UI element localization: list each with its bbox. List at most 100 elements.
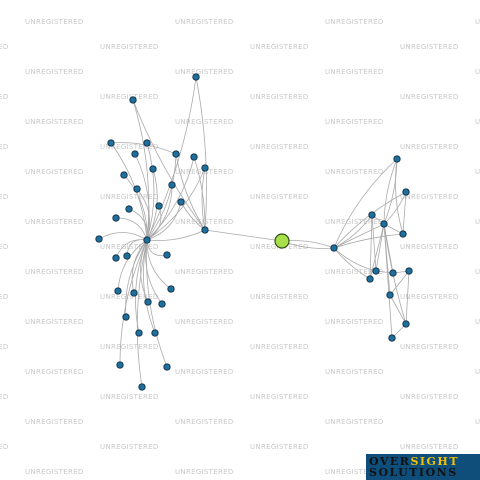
watermark-text: UNREGISTERED bbox=[250, 43, 309, 51]
watermark-text: UNREGISTERED bbox=[475, 418, 480, 426]
graph-node[interactable] bbox=[143, 139, 151, 147]
watermark-text: UNREGISTERED bbox=[325, 18, 384, 26]
watermark-text: UNREGISTERED bbox=[250, 293, 309, 301]
edge-layer bbox=[98, 76, 410, 388]
graph-node[interactable] bbox=[155, 202, 163, 210]
graph-edge bbox=[136, 239, 148, 388]
graph-node[interactable] bbox=[402, 188, 410, 196]
graph-edge bbox=[132, 99, 150, 241]
graph-edge bbox=[146, 184, 173, 241]
graph-node[interactable] bbox=[386, 291, 394, 299]
graph-node[interactable] bbox=[138, 383, 146, 391]
graph-node[interactable] bbox=[372, 267, 380, 275]
watermark-text: UNREGISTERED bbox=[475, 118, 480, 126]
graph-node[interactable] bbox=[130, 289, 138, 297]
watermark-text: UNREGISTERED bbox=[325, 218, 384, 226]
watermark-text: UNREGISTERED bbox=[175, 368, 234, 376]
watermark-text: UNREGISTERED bbox=[0, 443, 9, 451]
graph-node[interactable] bbox=[405, 267, 413, 275]
graph-node[interactable] bbox=[120, 171, 128, 179]
watermark-text: UNREGISTERED bbox=[175, 318, 234, 326]
graph-edge bbox=[333, 191, 407, 249]
graph-edge bbox=[395, 158, 404, 235]
graph-node[interactable] bbox=[131, 150, 139, 158]
logo-sight-text: SIGHT bbox=[410, 455, 460, 468]
graph-node[interactable] bbox=[168, 181, 176, 189]
graph-node[interactable] bbox=[135, 329, 143, 337]
graph-node[interactable] bbox=[125, 205, 133, 213]
graph-edge bbox=[146, 76, 197, 241]
graph-edge bbox=[175, 153, 206, 231]
graph-node[interactable] bbox=[123, 252, 131, 260]
graph-node[interactable] bbox=[393, 155, 401, 163]
graph-node[interactable] bbox=[190, 153, 198, 161]
watermark-text: UNREGISTERED bbox=[175, 118, 234, 126]
graph-node[interactable] bbox=[366, 275, 374, 283]
graph-node[interactable] bbox=[177, 198, 185, 206]
graph-edge bbox=[132, 99, 206, 231]
focus-entity-node[interactable] bbox=[274, 233, 290, 249]
graph-node[interactable] bbox=[116, 361, 124, 369]
watermark-layer: UNREGISTERED UNREGISTERED UNREGISTERED UNRE… bbox=[0, 18, 480, 476]
graph-edge bbox=[146, 239, 172, 290]
watermark-text: UNREGISTERED bbox=[175, 418, 234, 426]
watermark-text: UNREGISTERED bbox=[175, 68, 234, 76]
watermark-text: UNREGISTERED bbox=[325, 68, 384, 76]
graph-node[interactable] bbox=[143, 236, 151, 244]
graph-node[interactable] bbox=[163, 363, 171, 371]
watermark-text: UNREGISTERED bbox=[100, 343, 159, 351]
watermark-text: UNREGISTERED bbox=[0, 393, 9, 401]
graph-node[interactable] bbox=[172, 150, 180, 158]
graph-node[interactable] bbox=[95, 235, 103, 243]
graph-node[interactable] bbox=[122, 313, 130, 321]
graph-edge bbox=[383, 223, 393, 339]
watermark-text: UNREGISTERED bbox=[475, 268, 480, 276]
graph-node[interactable] bbox=[192, 73, 200, 81]
graph-node[interactable] bbox=[201, 164, 209, 172]
graph-node[interactable] bbox=[133, 185, 141, 193]
graph-node[interactable] bbox=[158, 300, 166, 308]
watermark-text: UNREGISTERED bbox=[25, 168, 84, 176]
watermark-text: UNREGISTERED bbox=[400, 343, 459, 351]
watermark-text: UNREGISTERED bbox=[175, 268, 234, 276]
graph-node[interactable] bbox=[368, 211, 376, 219]
graph-node[interactable] bbox=[388, 334, 396, 342]
watermark-text: UNREGISTERED bbox=[0, 243, 9, 251]
watermark-text: UNREGISTERED bbox=[25, 318, 84, 326]
graph-node[interactable] bbox=[167, 285, 175, 293]
watermark-text: UNREGISTERED bbox=[25, 68, 84, 76]
graph-node[interactable] bbox=[399, 230, 407, 238]
graph-node[interactable] bbox=[149, 165, 157, 173]
graph-edge bbox=[201, 167, 206, 231]
graph-node[interactable] bbox=[151, 329, 159, 337]
graph-node[interactable] bbox=[163, 251, 171, 259]
graph-node[interactable] bbox=[144, 298, 152, 306]
watermark-text: UNREGISTERED bbox=[25, 468, 84, 476]
graph-node[interactable] bbox=[389, 269, 397, 277]
watermark-text: UNREGISTERED bbox=[250, 443, 309, 451]
graph-node[interactable] bbox=[114, 287, 122, 295]
watermark-text: UNREGISTERED bbox=[250, 143, 309, 151]
graph-edge bbox=[115, 217, 148, 241]
watermark-text: UNREGISTERED bbox=[100, 143, 159, 151]
graph-node[interactable] bbox=[402, 320, 410, 328]
graph-edge bbox=[383, 158, 398, 225]
graph-edge bbox=[333, 223, 385, 249]
graph-node[interactable] bbox=[129, 96, 137, 104]
watermark-text: UNREGISTERED bbox=[325, 368, 384, 376]
graph-edge bbox=[146, 167, 206, 241]
watermark-text: UNREGISTERED bbox=[25, 368, 84, 376]
graph-node[interactable] bbox=[201, 226, 209, 234]
graph-edge bbox=[143, 239, 156, 334]
graph-node[interactable] bbox=[330, 244, 338, 252]
graph-edge bbox=[195, 76, 207, 231]
graph-node[interactable] bbox=[112, 254, 120, 262]
watermark-text: UNREGISTERED bbox=[475, 68, 480, 76]
watermark-text: UNREGISTERED bbox=[250, 343, 309, 351]
graph-node[interactable] bbox=[112, 214, 120, 222]
watermark-text: UNREGISTERED bbox=[400, 93, 459, 101]
graph-node[interactable] bbox=[380, 220, 388, 228]
graph-node[interactable] bbox=[107, 139, 115, 147]
watermark-text: UNREGISTERED bbox=[250, 393, 309, 401]
